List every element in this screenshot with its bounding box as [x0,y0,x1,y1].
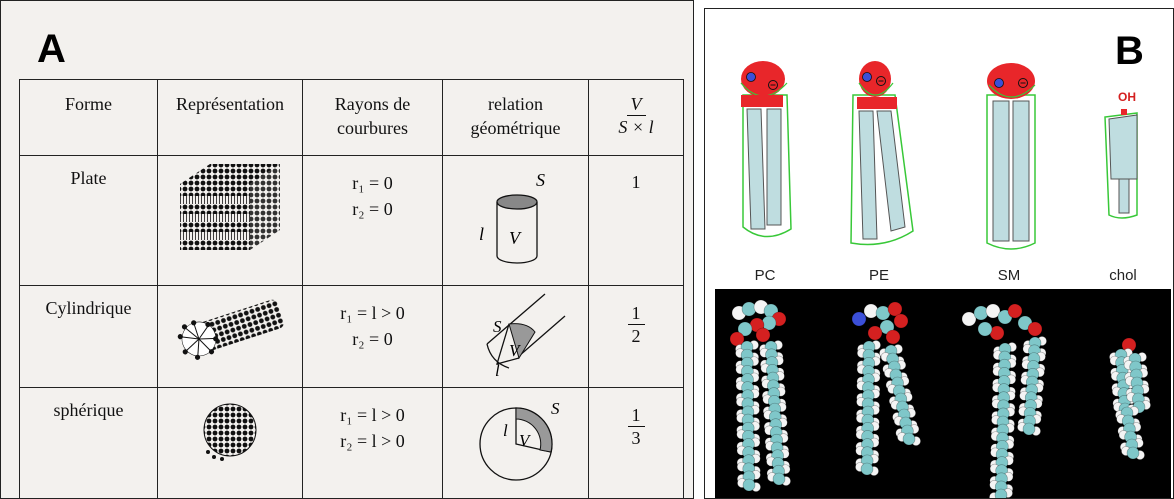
table-row-cylindrique: Cylindrique [19,285,684,388]
cell-forme: sphérique [19,387,158,498]
atom [893,313,909,329]
atom [863,303,879,319]
atom [860,462,874,476]
cylinder-element-diagram: S l V [479,170,545,264]
svg-text:S: S [551,399,560,418]
cell-relation: S l V [442,155,589,286]
bilayer-stack-illustration [180,164,280,250]
lipid-label-chol: chol [1109,267,1137,284]
svg-text:S: S [536,170,545,190]
cell-ratio: 1 2 [588,285,684,388]
panel-a-label: A [37,27,66,71]
spherical-micelle-illustration [203,403,257,461]
lipid-shape-schematics: OH [740,61,1138,250]
svg-text:V: V [509,228,522,248]
atom [742,478,756,492]
pe-schematic [850,61,914,246]
atom [851,311,867,327]
cell-relation: S l V [442,387,589,498]
header-representation: Représentation [157,79,303,156]
atom [737,321,753,337]
space-filling-models [715,289,1171,498]
header-forme: Forme [19,79,158,156]
ratio-fraction: 1 3 [627,404,645,449]
ratio-fraction: 1 2 [627,302,645,347]
sphere-sector-diagram: S l V [478,399,560,481]
cell-ratio: 1 [588,155,684,286]
atom [755,327,771,343]
cell-representation [157,285,303,388]
atom [973,305,989,321]
atom [887,301,903,317]
atom [885,329,901,345]
atom [1007,303,1023,319]
atom [1126,446,1140,460]
atom [1022,422,1036,436]
space-filling-molecules [729,299,1151,498]
cell-representation [157,155,303,286]
cell-forme: Plate [19,155,158,286]
cell-ratio: 1 3 [588,387,684,498]
sm-schematic [986,63,1036,250]
atom [772,472,786,486]
svg-text:l: l [479,224,484,244]
cylindrical-micelle-illustration [177,299,284,360]
svg-text:V: V [519,431,532,450]
cell-relation: S V l [442,285,589,388]
panel-b-label: B [1115,29,1144,73]
header-ratio: V S × l [588,79,684,156]
ratio-fraction: V S × l [618,94,654,137]
svg-text:V: V [509,341,522,360]
lipid-label-sm: SM [997,267,1021,284]
atom [902,432,916,446]
pc-schematic [740,61,792,238]
atom [867,325,883,341]
svg-text:S: S [493,317,502,336]
cell-forme: Cylindrique [19,285,158,388]
cylinder-wedge-diagram: S V l [485,293,565,380]
chol-schematic: OH [1104,90,1138,219]
svg-text:l: l [495,361,500,380]
atom [1027,321,1043,337]
atom [977,321,993,337]
svg-text:l: l [503,421,508,440]
panel-b: B [704,8,1174,499]
table-row-plate: Plate [19,155,684,286]
cell-representation [157,387,303,498]
svg-text:OH: OH [1118,90,1136,104]
atom [741,301,757,317]
lipid-label-pe: PE [868,267,889,284]
atom [994,488,1008,498]
lipid-label-pc: PC [754,267,776,284]
atom [961,311,977,327]
atom [985,303,1001,319]
